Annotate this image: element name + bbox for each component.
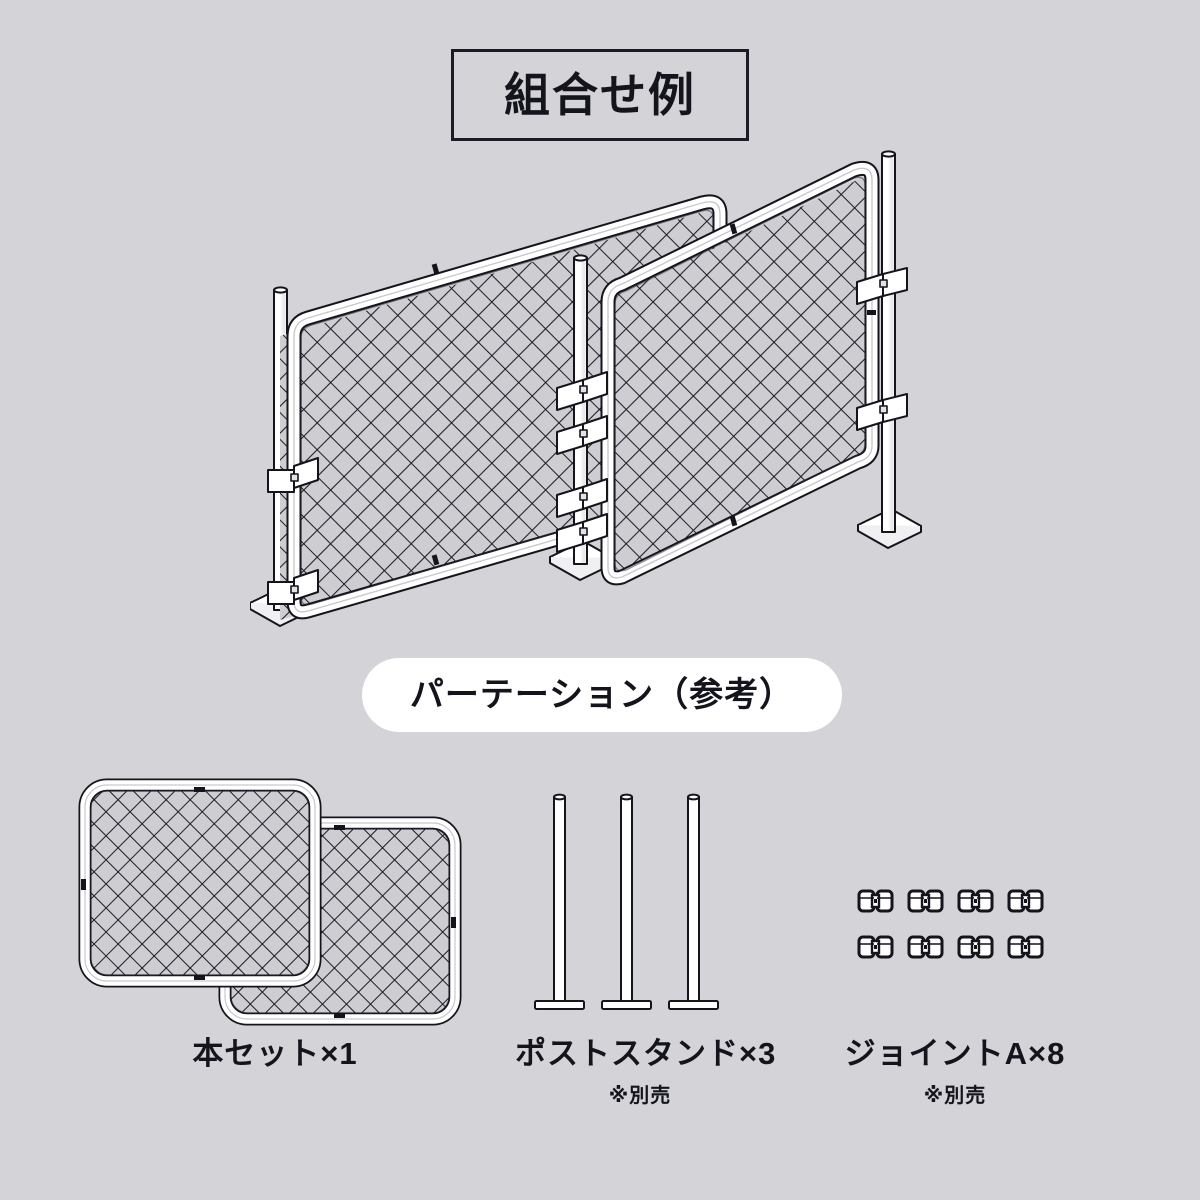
part-illustration-set: [70, 775, 470, 1030]
caption-set-label: 本セット×1: [192, 1036, 358, 1071]
fence-assembly-svg: [249, 150, 922, 627]
caption-post-stand-label: ポストスタンド×3: [515, 1036, 777, 1071]
joint-clamp-5: [857, 935, 894, 959]
post-right: [857, 150, 922, 549]
joint-clamp-center-b: [556, 415, 608, 455]
fence-panel-right: [600, 160, 880, 586]
post-stand-3: [668, 793, 719, 1010]
joint-grid: [857, 889, 1044, 959]
main-assembly-illustration: [249, 140, 950, 660]
pill-label-text: パーテーション（参考）: [409, 676, 795, 714]
part-illustration-joint-a: [845, 885, 1055, 985]
joint-clamp-right-lower: [856, 393, 908, 431]
part-illustration-post-stand: [525, 785, 755, 1025]
post-stand-2: [601, 793, 652, 1010]
joint-clamp-4: [1007, 889, 1044, 913]
joint-clamp-6: [907, 935, 944, 959]
caption-post-stand-sublabel: ※別売: [608, 1085, 672, 1107]
joint-clamp-right-upper: [856, 267, 908, 305]
mesh-panel-front: [78, 778, 322, 988]
caption-joint-a-sublabel: ※別売: [923, 1085, 987, 1107]
title-box-label: 組合せ例: [504, 69, 696, 121]
joint-clamps-svg: [857, 889, 1044, 959]
caption-joint-a: ジョイントA×8 ※別売: [830, 1038, 1080, 1106]
joint-clamp-left-lower: [267, 569, 319, 605]
joint-clamp-center-c: [556, 478, 608, 518]
post-stand-1: [534, 793, 585, 1010]
caption-set: 本セット×1: [95, 1038, 455, 1069]
caption-joint-a-label: ジョイントA×8: [844, 1036, 1066, 1071]
joint-clamp-left-upper: [267, 457, 319, 493]
joint-clamp-7: [957, 935, 994, 959]
joint-clamp-1: [857, 889, 894, 913]
joint-clamp-2: [907, 889, 944, 913]
joint-clamp-8: [1007, 935, 1044, 959]
joint-clamp-center-d: [556, 513, 608, 553]
pill-label: パーテーション（参考）: [362, 658, 842, 732]
joint-clamp-center-a: [556, 371, 608, 411]
caption-post-stand: ポストスタンド×3 ※別売: [515, 1036, 777, 1107]
joint-clamp-3: [957, 889, 994, 913]
mesh-panels-svg: [78, 778, 462, 1026]
title-box: 組合せ例: [451, 49, 749, 141]
post-stands-svg: [534, 793, 719, 1010]
